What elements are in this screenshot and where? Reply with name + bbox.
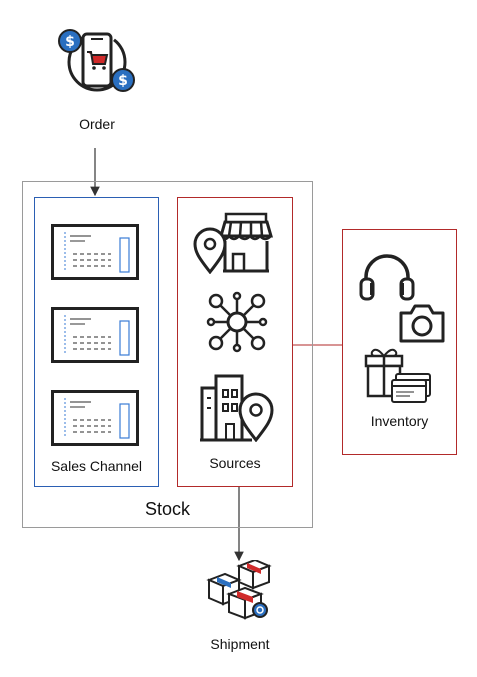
sales-channel-label: Sales Channel xyxy=(50,458,143,474)
order-label: Order xyxy=(79,116,115,132)
sales-document-icon xyxy=(51,224,139,280)
gift-card-icon xyxy=(362,344,434,404)
sources-label: Sources xyxy=(209,455,261,471)
svg-text:$: $ xyxy=(65,34,75,50)
svg-text:$: $ xyxy=(118,73,128,89)
sales-channel-box xyxy=(34,197,159,487)
stock-container xyxy=(22,181,313,528)
building-location-icon xyxy=(198,372,276,442)
store-location-icon xyxy=(193,210,273,274)
stock-label: Stock xyxy=(144,499,191,519)
sales-document-icon xyxy=(51,390,139,446)
stacked-boxes-icon xyxy=(205,560,273,620)
shipment-label: Shipment xyxy=(210,636,270,652)
sources-box xyxy=(177,197,293,487)
camera-icon xyxy=(397,301,447,345)
order-icon: $ $ xyxy=(55,24,139,96)
network-hub-icon xyxy=(205,290,269,354)
headphones-icon xyxy=(358,251,416,303)
sales-document-icon xyxy=(51,307,139,363)
inventory-box xyxy=(342,229,457,455)
inventory-label: Inventory xyxy=(370,413,429,429)
